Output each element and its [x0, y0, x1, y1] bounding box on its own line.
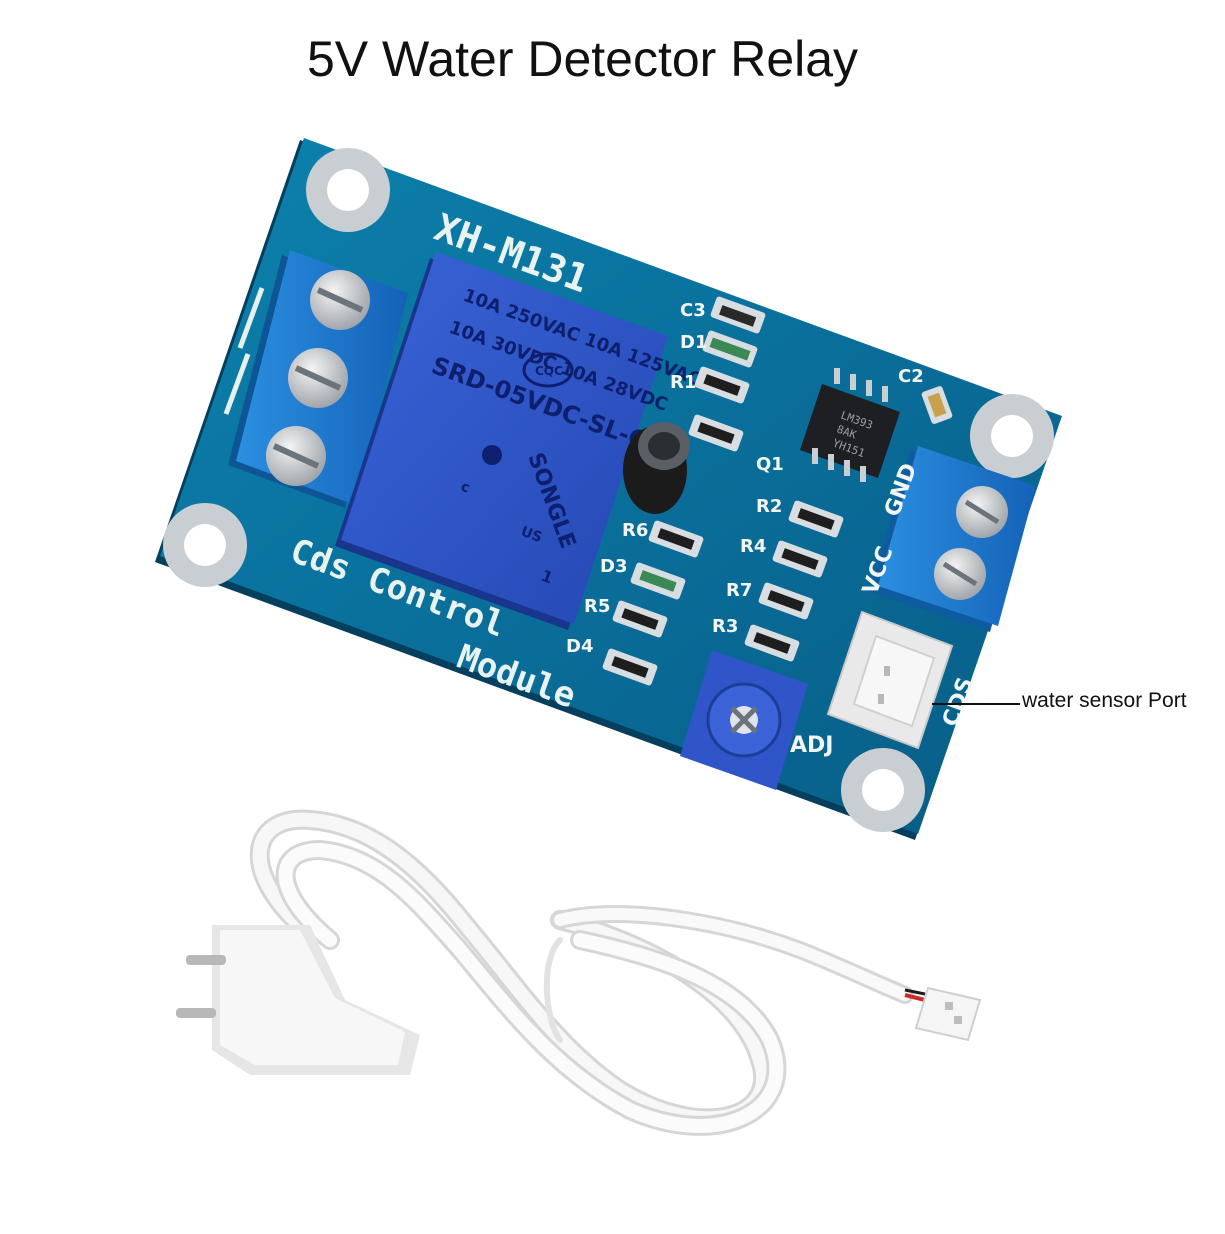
svg-text:D4: D4 — [566, 636, 593, 657]
svg-text:R6: R6 — [622, 520, 648, 541]
svg-text:D3: D3 — [600, 556, 627, 577]
page-title: 5V Water Detector Relay — [306, 31, 859, 87]
mounting-hole-icon — [163, 503, 247, 587]
svg-text:R2: R2 — [756, 496, 782, 517]
screw-icon — [310, 270, 370, 330]
svg-text:R4: R4 — [740, 536, 766, 557]
relay: 10A 250VAC 10A 125VAC 10A 30VDC 10A 28VD… — [335, 252, 704, 630]
svg-text:R1: R1 — [670, 372, 696, 393]
ul-mark-icon — [482, 445, 502, 465]
probe-pin-icon — [176, 955, 226, 1018]
svg-text:R5: R5 — [584, 596, 610, 617]
mounting-hole-icon — [841, 748, 925, 832]
svg-text:C3: C3 — [680, 300, 706, 321]
smd-components — [602, 296, 953, 686]
relay-output-terminal — [223, 250, 408, 508]
mounting-hole-icon — [306, 148, 390, 232]
relay-mark-us: US — [519, 524, 545, 546]
capacitor — [623, 422, 690, 514]
screw-icon — [288, 348, 348, 408]
adjust-potentiometer[interactable] — [680, 650, 808, 790]
sensor-cable — [249, 809, 914, 1136]
svg-text:CQC: CQC — [535, 364, 563, 378]
screw-icon — [956, 486, 1008, 538]
power-terminal — [870, 446, 1036, 632]
comparator-ic: LM393 8AK YH151 — [800, 368, 900, 482]
adj-label: ADJ — [790, 733, 833, 758]
water-sensor-port-label: water sensor Port — [1022, 689, 1187, 712]
svg-text:Q1: Q1 — [756, 454, 784, 475]
component-designators: C3 D1 R1 C2 Q1 R2 R4 R7 R3 R6 D3 R5 D4 — [566, 300, 924, 657]
mounting-hole-icon — [970, 394, 1054, 478]
svg-text:C2: C2 — [898, 366, 924, 387]
screw-icon — [266, 426, 326, 486]
jst-connector — [904, 986, 982, 1042]
certification-mark-icon: CQC — [522, 352, 574, 388]
water-sensor-port[interactable] — [826, 610, 954, 750]
svg-text:R7: R7 — [726, 580, 752, 601]
screw-icon — [934, 548, 986, 600]
water-probe — [176, 925, 420, 1075]
svg-text:R3: R3 — [712, 616, 738, 637]
svg-text:D1: D1 — [680, 332, 707, 353]
